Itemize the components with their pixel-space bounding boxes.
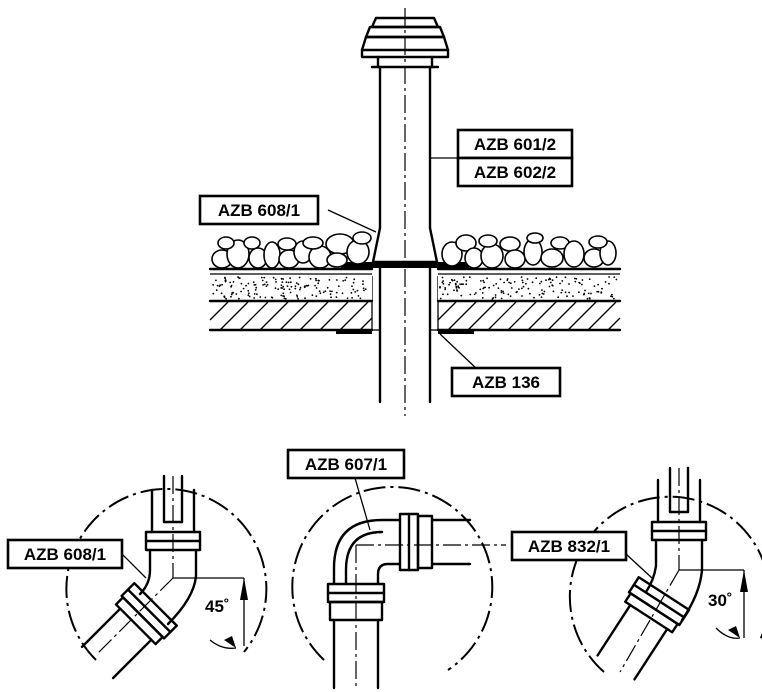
leader-azb-136 xyxy=(439,333,479,371)
svg-text:AZB 608/1: AZB 608/1 xyxy=(218,201,300,220)
svg-text:AZB 608/1: AZB 608/1 xyxy=(24,545,106,564)
leader-azb-832 xyxy=(625,553,653,579)
flue-pipe-upper xyxy=(378,65,432,230)
label-azb-608-1-left: AZB 608/1 xyxy=(6,538,124,570)
ceiling-collar-left xyxy=(336,330,372,334)
ceiling-collar-right xyxy=(438,330,474,334)
detail-30-degree-bend: 30˚ xyxy=(568,466,762,681)
svg-text:30˚: 30˚ xyxy=(708,591,733,610)
detail-90-degree-bend xyxy=(291,485,506,690)
roof-build-up xyxy=(208,231,622,334)
vertical-flue-assembly xyxy=(341,8,469,416)
label-azb-608-1-top: AZB 608/1 xyxy=(198,194,320,226)
gravel-layer-right xyxy=(441,232,617,269)
svg-text:AZB 136: AZB 136 xyxy=(472,373,540,392)
label-azb-601-2: AZB 601/2 xyxy=(456,128,574,160)
svg-text:AZB 607/1: AZB 607/1 xyxy=(305,455,387,474)
leader-azb-607 xyxy=(354,477,371,531)
insulation-layer xyxy=(208,273,622,303)
label-azb-607-1: AZB 607/1 xyxy=(286,448,406,480)
leader-azb-608-top xyxy=(327,209,377,233)
roof-deck-hatched xyxy=(208,301,622,332)
svg-text:45˚: 45˚ xyxy=(205,597,230,616)
label-azb-832-1: AZB 832/1 xyxy=(510,530,628,562)
svg-text:AZB 601/2: AZB 601/2 xyxy=(474,135,556,154)
leader-azb-608-left xyxy=(121,553,147,579)
label-azb-136: AZB 136 xyxy=(450,366,562,398)
label-azb-602-2: AZB 602/2 xyxy=(456,156,574,188)
svg-text:AZB 832/1: AZB 832/1 xyxy=(528,537,610,556)
gravel-layer-left xyxy=(211,231,372,269)
detail-45-degree-bend: 45˚ xyxy=(65,474,268,680)
svg-text:AZB 602/2: AZB 602/2 xyxy=(474,163,556,182)
